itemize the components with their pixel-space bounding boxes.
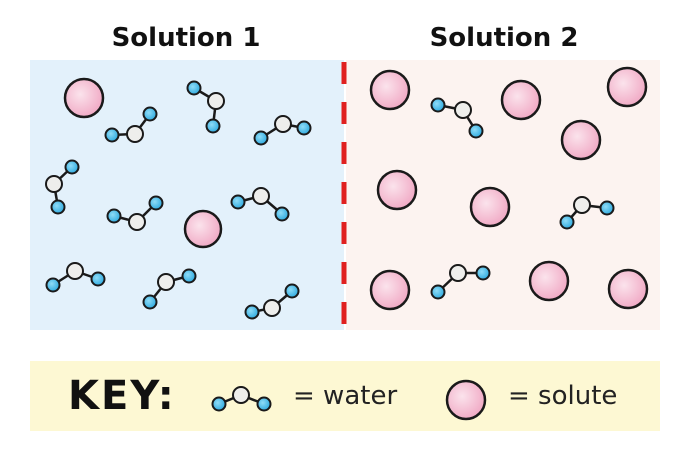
water-molecule [244,283,300,320]
solute-particle [560,119,602,161]
solute-particle [500,79,542,121]
solute-particle [369,269,411,311]
key-water-label: = water [293,381,398,411]
water-molecule [430,264,491,300]
water-molecule [253,115,312,146]
key-water-icon [211,386,272,412]
key-box: KEY: = water = solute [30,361,660,431]
water-molecule [430,97,484,139]
solute-particle [469,186,511,228]
water-molecule [142,268,197,310]
solute-particle [183,209,223,249]
key-solute-icon [445,379,487,421]
key-title: KEY: [68,373,176,419]
water-molecule [186,80,225,134]
solute-particle [376,169,418,211]
key-solute-label: = solute [508,381,618,411]
water-molecule [45,262,106,293]
water-molecule [230,187,290,222]
water-molecule [104,106,158,143]
solution-2-title: Solution 2 [429,23,579,53]
solute-particle [528,260,570,302]
water-molecule [45,159,80,215]
solution-1-title: Solution 1 [111,23,261,53]
water-molecule [559,196,615,230]
solute-particle [63,77,105,119]
water-molecule [106,195,164,231]
solute-particle [606,66,648,108]
solute-particle [369,69,411,111]
solute-particle [607,268,649,310]
